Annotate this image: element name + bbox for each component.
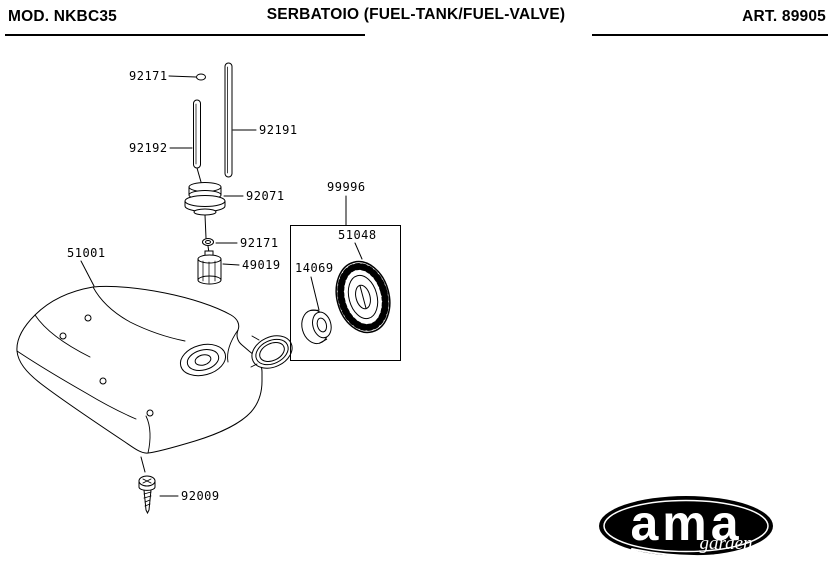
drawing-assembly-box-99996 — [290, 225, 401, 361]
drawing-tube-cap-92171 — [196, 73, 206, 81]
part-label-49019: 49019 — [242, 258, 281, 272]
part-label-51001: 51001 — [67, 246, 106, 260]
logo-sub-text: garden — [699, 533, 753, 554]
header-rule-left — [5, 34, 365, 36]
drawing-screw-92009 — [138, 475, 156, 515]
part-label-92171-cap: 92171 — [129, 69, 168, 83]
leader-lines — [80, 75, 363, 497]
logo-brand-text: ama — [630, 495, 743, 551]
part-label-92191: 92191 — [259, 123, 298, 137]
drawing-grommet-92071 — [184, 182, 226, 239]
article-number: ART. 89905 — [742, 8, 826, 25]
tank-top-boss — [179, 343, 227, 377]
drawing-fuel-cap-51048 — [335, 260, 391, 334]
part-label-51048: 51048 — [338, 228, 377, 242]
part-label-92009: 92009 — [181, 489, 220, 503]
part-label-14069: 14069 — [295, 261, 334, 275]
ama-logo-mark — [599, 496, 773, 558]
drawing-fuel-filter-49019 — [197, 250, 222, 285]
drawing-fuel-tube-92191 — [224, 62, 233, 178]
drawing-ring-92171 — [202, 238, 214, 254]
part-label-92071: 92071 — [246, 189, 285, 203]
tank-filler-neck — [251, 335, 293, 369]
part-label-92171-ring: 92171 — [240, 236, 279, 250]
model-number: MOD. NKBC35 — [8, 8, 117, 25]
header-rule-right — [592, 34, 828, 36]
part-label-99996: 99996 — [327, 180, 366, 194]
drawing-gasket-14069 — [301, 309, 332, 345]
page-title: SERBATOIO (FUEL-TANK/FUEL-VALVE) — [266, 6, 566, 23]
drawing-fuel-tube-92192 — [193, 99, 202, 183]
part-label-92192: 92192 — [129, 141, 168, 155]
drawing-fuel-tank-51001 — [16, 285, 293, 454]
